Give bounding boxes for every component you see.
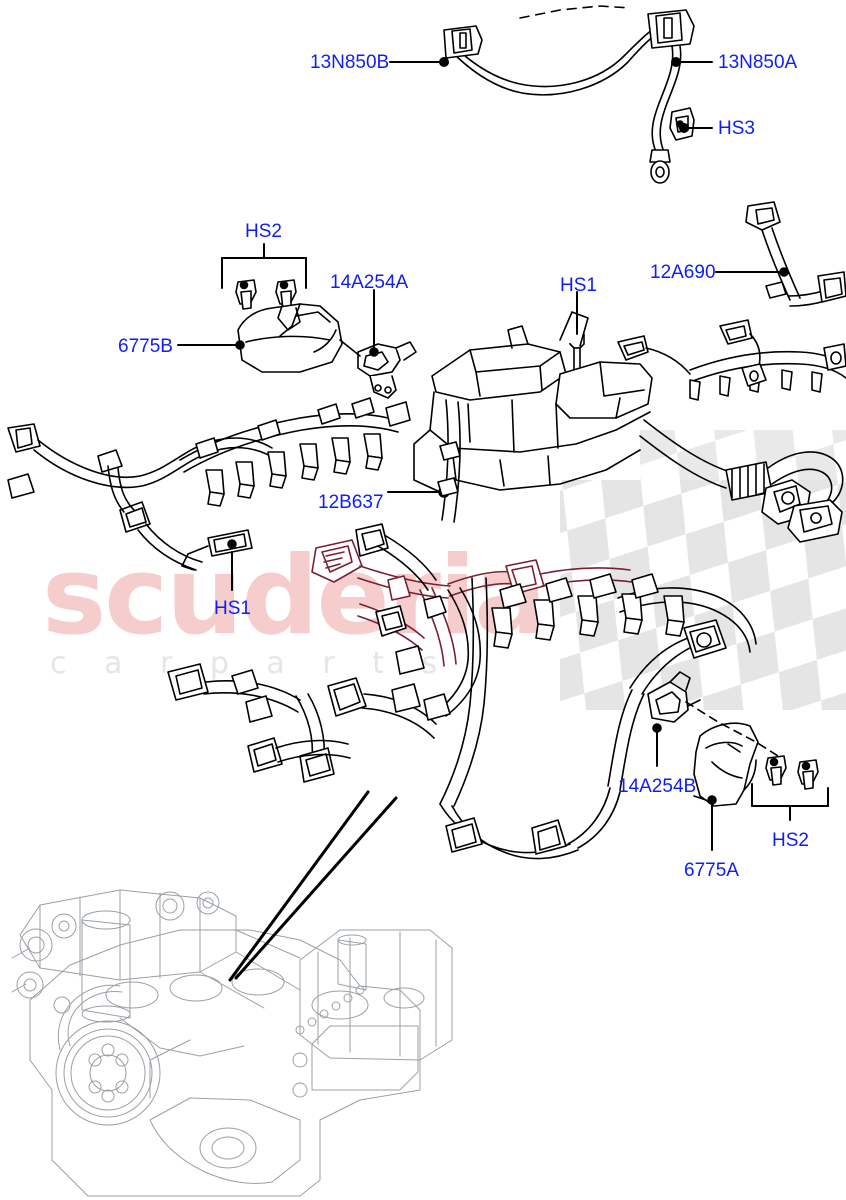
part-13N850A-cable bbox=[519, 5, 695, 184]
part-14A254B-bracket bbox=[647, 671, 701, 733]
label-HS1-upper[interactable]: HS1 bbox=[560, 275, 597, 296]
label-13N850B[interactable]: 13N850B bbox=[310, 52, 390, 73]
label-12B637[interactable]: 12B637 bbox=[318, 492, 384, 513]
part-6775A-cover bbox=[685, 701, 779, 807]
part-12B637-plenum-structure bbox=[413, 311, 653, 493]
part-12A690-subharness bbox=[617, 201, 846, 401]
part-12B637-lower-loop bbox=[439, 573, 757, 860]
part-12B637-main-left bbox=[7, 397, 411, 571]
part-14A254A-bracket bbox=[339, 339, 417, 399]
part-12B637-right-trunk bbox=[437, 399, 844, 543]
label-6775A[interactable]: 6775A bbox=[684, 860, 739, 881]
label-HS2-upper[interactable]: HS2 bbox=[245, 221, 282, 242]
part-6775B-cover bbox=[235, 303, 343, 373]
leader-HS2-lower bbox=[751, 783, 829, 821]
engine-reference-leaders bbox=[228, 790, 398, 982]
part-HS1-sensor-lower bbox=[181, 529, 253, 571]
label-13N850A[interactable]: 13N850A bbox=[718, 52, 798, 73]
label-12A690[interactable]: 12A690 bbox=[650, 262, 716, 283]
watermark-brand: scuderia bbox=[42, 534, 547, 659]
leader-HS2-upper bbox=[221, 243, 307, 289]
part-HS2-bolts-lower bbox=[765, 755, 819, 790]
label-14A254A[interactable]: 14A254A bbox=[330, 272, 409, 293]
label-HS3[interactable]: HS3 bbox=[718, 118, 755, 139]
label-HS2-lower[interactable]: HS2 bbox=[772, 830, 809, 851]
part-12B637-center-branches bbox=[311, 539, 633, 667]
label-HS1-lower[interactable]: HS1 bbox=[214, 598, 251, 619]
label-14A254B[interactable]: 14A254B bbox=[618, 776, 697, 797]
part-12B637-lower-left bbox=[167, 663, 451, 783]
part-12B637-center-connectors bbox=[355, 523, 489, 807]
label-6775B[interactable]: 6775B bbox=[118, 336, 173, 357]
part-13N850B-cable bbox=[443, 21, 667, 96]
